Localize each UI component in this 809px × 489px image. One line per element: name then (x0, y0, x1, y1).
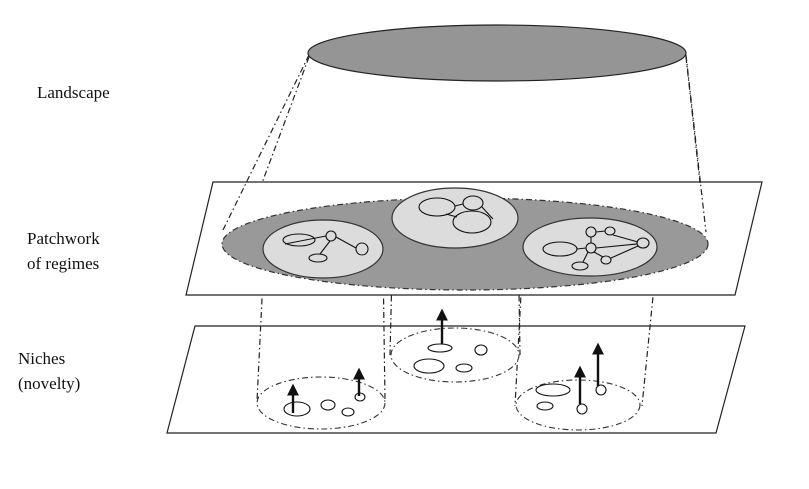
network-edge (481, 206, 494, 220)
niches-label: Niches (novelty) (18, 346, 80, 396)
novelty-node (455, 363, 473, 373)
novelty-node (536, 401, 554, 411)
niche-disc (515, 379, 641, 431)
network-edge (593, 251, 604, 258)
regimes-label: Patchwork of regimes (27, 226, 100, 276)
network-node (418, 197, 456, 217)
regime-center (391, 187, 519, 249)
network-node (452, 210, 492, 234)
network-edge (454, 203, 464, 207)
novelty-node (320, 399, 336, 411)
network-edge (612, 234, 639, 243)
network-edge (445, 213, 458, 218)
niches-label-line1: Niches (18, 349, 66, 368)
novelty-node (576, 403, 588, 415)
regimes-label-line1: Patchwork (27, 229, 100, 248)
novelty-node (427, 343, 453, 353)
niche-disc (390, 327, 520, 383)
network-node (355, 242, 369, 256)
network-edge (582, 251, 589, 263)
landscape-projection-left (221, 54, 310, 233)
niches-label-line2: (novelty) (18, 374, 81, 393)
projection-line (514, 256, 524, 407)
network-node (282, 233, 316, 247)
regime-disc (522, 217, 658, 277)
landscape-label-text: Landscape (37, 83, 110, 102)
network-node (600, 255, 612, 265)
novelty-node (283, 401, 311, 417)
novelty-node (535, 383, 571, 397)
niche-left (256, 367, 386, 430)
niche-center (390, 308, 520, 383)
regime-right (522, 217, 658, 277)
regime-disc (262, 219, 384, 279)
network-edge (610, 245, 639, 259)
novelty-node (413, 358, 445, 374)
novelty-node (474, 344, 488, 356)
regime-disc (391, 187, 519, 249)
network-edge (319, 240, 331, 255)
regimes-layer (185, 54, 763, 296)
network-edge (595, 243, 638, 249)
landscape-side-right (685, 56, 701, 184)
landscape-side-left (261, 56, 310, 184)
network-edge (335, 236, 357, 249)
network-node (462, 195, 484, 211)
regime-left (262, 219, 384, 279)
network-node (571, 261, 589, 271)
projection-line (641, 256, 658, 407)
regimes-label-line2: of regimes (27, 254, 100, 273)
network-edge (595, 230, 606, 233)
landscape-layer (261, 24, 701, 184)
novelty-node (595, 384, 607, 396)
network-node (636, 237, 650, 249)
network-node (308, 253, 328, 263)
network-edge (284, 235, 327, 245)
landscape-label: Landscape (37, 80, 110, 105)
landscape-ellipse (307, 24, 687, 82)
novelty-node (341, 407, 355, 417)
niche-right (515, 342, 641, 431)
network-edge (576, 247, 587, 250)
